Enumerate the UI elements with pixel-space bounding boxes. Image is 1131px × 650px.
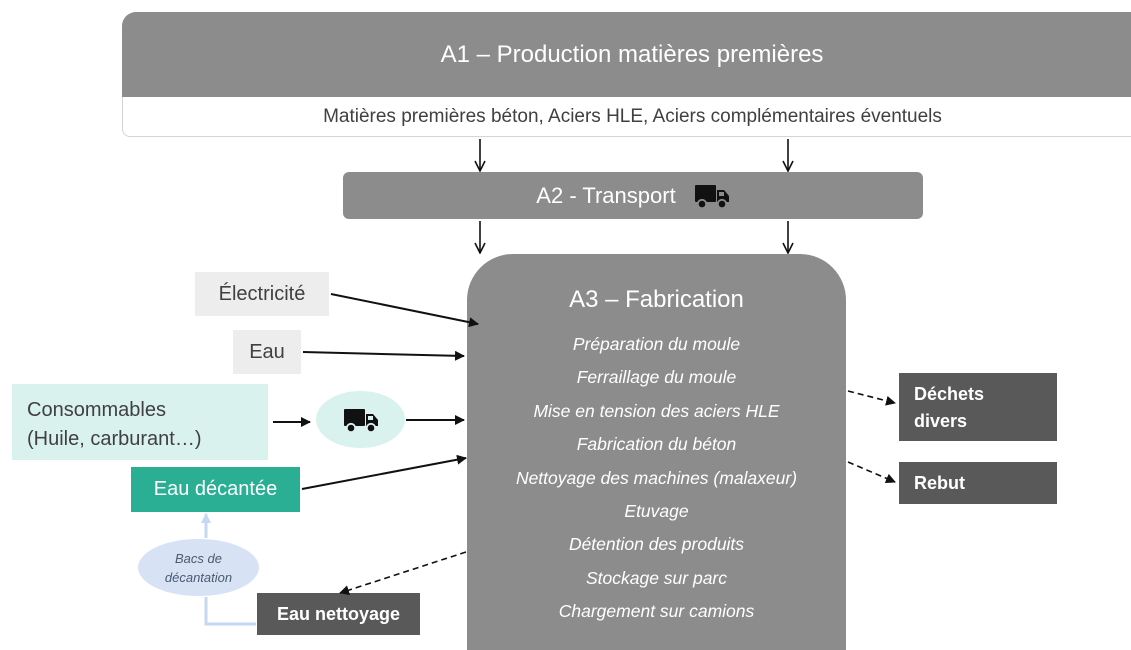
a3-step-item: Nettoyage des machines (malaxeur) xyxy=(515,467,798,488)
rebut-box: Rebut xyxy=(899,462,1057,504)
a3-step-item: Ferraillage du moule xyxy=(576,367,737,388)
eau-label: Eau xyxy=(249,340,285,363)
bacs-decantation-ellipse: Bacs de décantation xyxy=(138,539,259,596)
dechets-arrow xyxy=(847,390,896,406)
consommables-label: Consommables xyxy=(27,399,166,421)
a2-title: A2 - Transport xyxy=(536,182,676,208)
electricite-input-box: Électricité xyxy=(195,272,329,316)
bacs-label-line1: Bacs de xyxy=(175,550,222,566)
eau-input-box: Eau xyxy=(233,330,301,374)
electricite-label: Électricité xyxy=(218,282,306,305)
a1-materials-box: Matières premières béton, Aciers HLE, Ac… xyxy=(122,97,1131,137)
electricite-arrow xyxy=(330,293,479,328)
eau-nettoyage-box: Eau nettoyage xyxy=(257,593,420,635)
consommables-detail: (Huile, carburant…) xyxy=(27,428,202,450)
dechets-divers-box: Déchets divers xyxy=(899,373,1057,441)
truck-icon xyxy=(343,408,378,433)
a3-step-item: Chargement sur camions xyxy=(558,601,755,622)
a3-step-item: Mise en tension des aciers HLE xyxy=(533,400,780,421)
a3-step-item: Fabrication du béton xyxy=(576,434,737,455)
eau-decantee-label: Eau décantée xyxy=(153,478,278,500)
consumables-transport-ellipse xyxy=(316,391,405,448)
a1-subtitle: Matières premières béton, Aciers HLE, Ac… xyxy=(323,105,942,127)
consommables-input-box: Consommables (Huile, carburant…) xyxy=(12,384,268,460)
a3-step-item: Stockage sur parc xyxy=(585,567,728,588)
recycling-loop-line xyxy=(204,597,256,626)
a1-production-box: A1 – Production matières premières xyxy=(122,12,1131,97)
dechets-label-line1: Déchets xyxy=(914,384,985,404)
bacs-label-line2: décantation xyxy=(164,569,233,585)
eau-arrow xyxy=(302,350,465,361)
rebut-label: Rebut xyxy=(914,472,965,493)
a2-transport-box: A2 - Transport xyxy=(343,172,923,219)
truck-icon xyxy=(694,184,729,209)
a3-step-item: Etuvage xyxy=(624,500,689,521)
eau-nettoyage-label: Eau nettoyage xyxy=(276,603,401,624)
a1-title: A1 – Production matières premières xyxy=(440,40,824,68)
eau-decantee-arrow xyxy=(301,454,467,490)
rebut-arrow xyxy=(847,461,896,484)
a3-step-item: Préparation du moule xyxy=(572,334,741,354)
eau-decantee-box: Eau décantée xyxy=(131,467,300,512)
eau-nettoyage-arrow xyxy=(339,551,467,595)
dechets-label-line2: divers xyxy=(914,411,968,431)
a3-step-item: Détention des produits xyxy=(568,534,745,555)
a3-title: A3 – Fabrication xyxy=(569,286,744,313)
